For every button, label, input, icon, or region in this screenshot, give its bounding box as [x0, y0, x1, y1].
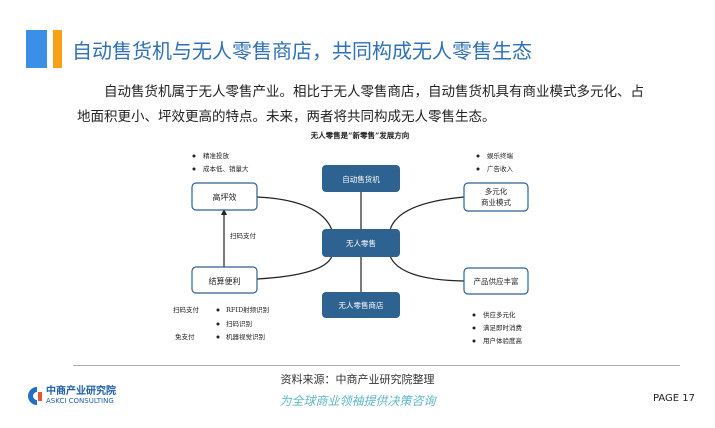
svg-text:扫码识别: 扫码识别 [226, 319, 252, 328]
page-number: PAGE 17 [653, 393, 696, 404]
svg-text:结算便利: 结算便利 [209, 276, 241, 286]
node-unmanned-retail: 无人零售 [322, 229, 400, 257]
logo-name-en: ASKCI CONSULTING [46, 397, 114, 405]
svg-text:多元化: 多元化 [485, 186, 508, 196]
arrow-up-icon [221, 209, 227, 215]
svg-text:产品供应丰富: 产品供应丰富 [474, 276, 519, 286]
svg-text:成本低、销量大: 成本低、销量大 [203, 164, 249, 173]
svg-text:高坪效: 高坪效 [213, 192, 237, 202]
svg-text:无人零售: 无人零售 [346, 238, 376, 248]
node-vending-machine: 自动售货机 [322, 165, 400, 192]
curve-left-bottom [256, 255, 333, 280]
title-accent-orange [53, 30, 62, 68]
svg-text:机器视觉识别: 机器视觉识别 [226, 332, 265, 341]
bullet-lists: 精准投放 成本低、销量大 娱乐终端 广告收入 扫码支付 RFID射频识别 扫码识… [173, 151, 523, 345]
svg-text:商业模式: 商业模式 [481, 197, 511, 207]
diagram-title: 无人零售是“新零售”发展方向 [310, 130, 410, 140]
footer-divider [73, 365, 680, 366]
body-text-line-2: 地面积更小、坪效更高的特点。未来，两者将共同构成无人零售生态。 [77, 109, 496, 125]
svg-text:娱乐终端: 娱乐终端 [487, 151, 514, 160]
connectors [223, 192, 465, 292]
curve-right-top [389, 196, 465, 231]
arrow-label: 扫码支付 [230, 231, 257, 240]
svg-text:自动售货机: 自动售货机 [342, 174, 380, 184]
curve-right-bottom [389, 255, 465, 282]
source-note: 资料来源：中商产业研究院整理 [280, 373, 435, 386]
page-title: 自动售货机与无人零售商店，共同构成无人零售生态 [72, 39, 532, 63]
logo-icon [28, 387, 42, 405]
node-convenient-checkout: 结算便利 [191, 266, 258, 294]
logo-name-cn: 中商产业研究院 [46, 386, 116, 397]
node-business-model: 多元化 商业模式 [463, 182, 529, 212]
svg-text:免支付: 免支付 [175, 332, 195, 341]
company-logo: 中商产业研究院 ASKCI CONSULTING [27, 386, 116, 406]
node-high-efficiency: 高坪效 [191, 182, 258, 211]
title-accent-blue [26, 30, 47, 68]
svg-text:用户体验度高: 用户体验度高 [483, 336, 523, 345]
svg-text:扫码支付: 扫码支付 [173, 305, 200, 314]
svg-text:RFID射频识别: RFID射频识别 [226, 305, 269, 314]
svg-text:广告收入: 广告收入 [487, 164, 514, 173]
svg-text:供应多元化: 供应多元化 [483, 310, 516, 319]
svg-text:精准投放: 精准投放 [203, 151, 230, 160]
slogan: 为全球商业领袖提供决策咨询 [279, 394, 436, 408]
body-text-line-1: 自动售货机属于无人零售产业。相比于无人零售商店，自动售货机具有商业模式多元化、占 [104, 84, 644, 100]
node-unmanned-store: 无人零售商店 [322, 292, 400, 318]
curve-left-top [256, 196, 333, 231]
svg-text:满足即时消费: 满足即时消费 [483, 323, 523, 332]
svg-text:无人零售商店: 无人零售商店 [339, 300, 384, 310]
node-rich-supply: 产品供应丰富 [463, 267, 529, 295]
